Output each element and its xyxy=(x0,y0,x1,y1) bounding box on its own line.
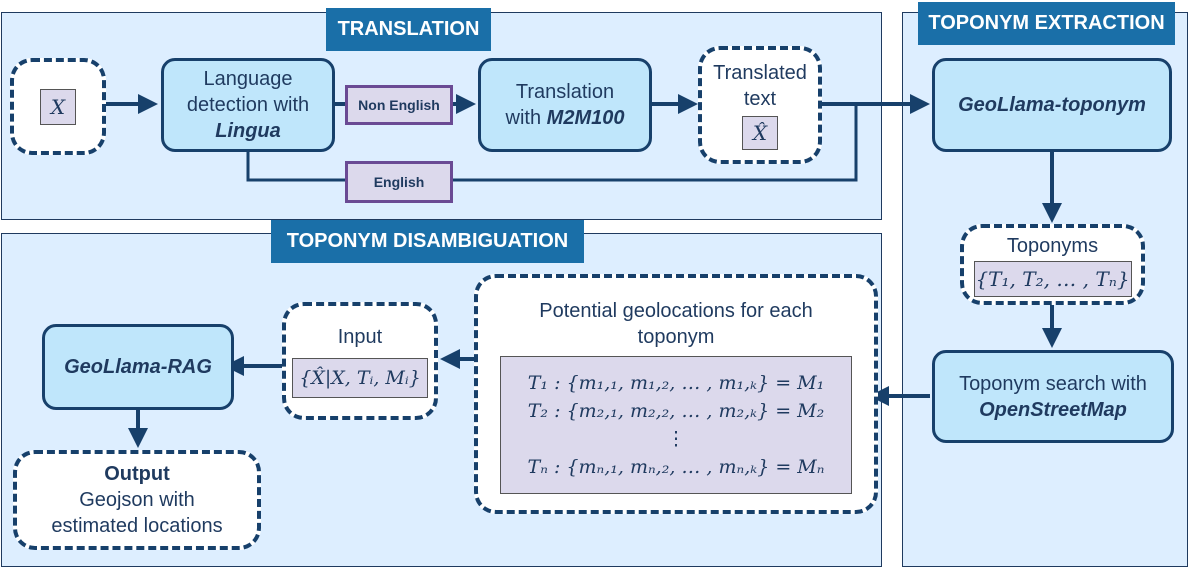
translated-text-line2: text xyxy=(743,88,777,110)
language-detection-line2: detection with xyxy=(186,94,310,116)
output-line1: Geojson with xyxy=(79,489,195,511)
geolocation-row-ellipsis: ⋮ xyxy=(666,428,686,450)
output-line2: estimated locations xyxy=(51,515,223,537)
non-english-tag: Non English xyxy=(345,85,453,125)
input-title: Input xyxy=(337,326,383,348)
translated-text-line1: Translated xyxy=(713,62,807,84)
input-set: {X̂|X, Tᵢ, Mᵢ} xyxy=(292,358,428,398)
geolocation-row-2: T₂ : {m₂,₁, m₂,₂, … , m₂,ₖ} = M₂ xyxy=(527,400,825,422)
potential-geolocations-table: T₁ : {m₁,₁, m₁,₂, … , m₁,ₖ} = M₁ T₂ : {m… xyxy=(500,356,852,494)
toponyms-set: {T₁, T₂, … , Tₙ} xyxy=(973,260,1132,297)
toponym-search-line1: Toponym search with xyxy=(959,372,1147,395)
input-x-symbol: X xyxy=(40,88,76,125)
potential-geolocations-line2: toponym xyxy=(637,326,715,348)
toponyms-title: Toponyms xyxy=(1006,234,1099,257)
translation-line1: Translation xyxy=(515,81,615,103)
output-node: Output Geojson with estimated locations xyxy=(13,450,261,550)
translation-section-label: TRANSLATION xyxy=(326,8,491,51)
toponym-disambiguation-section-label: TOPONYM DISAMBIGUATION xyxy=(271,220,584,263)
translation-node: Translation with M2M100 xyxy=(478,58,652,152)
translated-text-node: Translated text X̂ xyxy=(698,46,822,164)
geollama-toponym-node: GeoLlama-toponym xyxy=(932,58,1172,152)
translation-line2: with M2M100 xyxy=(506,105,625,131)
input-node: Input {X̂|X, Tᵢ, Mᵢ} xyxy=(282,302,438,420)
output-title: Output xyxy=(104,463,170,485)
geolocation-row-n: Tₙ : {mₙ,₁, mₙ,₂, … , mₙ,ₖ} = Mₙ xyxy=(527,456,825,478)
openstreetmap-tool-label: OpenStreetMap xyxy=(979,398,1127,421)
input-x-node: X xyxy=(10,58,106,155)
language-detection-node: Language detection with Lingua xyxy=(161,58,335,152)
translated-x-symbol: X̂ xyxy=(742,116,778,150)
toponym-extraction-section-label: TOPONYM EXTRACTION xyxy=(918,2,1175,45)
m2m100-tool-label: M2M100 xyxy=(546,107,625,129)
language-detection-line1: Language xyxy=(203,68,293,90)
edge-english-path xyxy=(246,104,858,182)
potential-geolocations-line1: Potential geolocations for each xyxy=(539,300,813,322)
geolocation-row-1: T₁ : {m₁,₁, m₁,₂, … , m₁,ₖ} = M₁ xyxy=(527,372,825,394)
translation-prefix: with xyxy=(505,107,547,129)
toponyms-node: Toponyms {T₁, T₂, … , Tₙ} xyxy=(960,224,1145,305)
lingua-tool-label: Lingua xyxy=(215,120,281,142)
potential-geolocations-node: Potential geolocations for each toponym … xyxy=(474,274,878,514)
english-tag: English xyxy=(345,161,453,203)
geollama-rag-node: GeoLlama-RAG xyxy=(42,324,234,410)
toponym-search-node: Toponym search with OpenStreetMap xyxy=(932,350,1174,443)
